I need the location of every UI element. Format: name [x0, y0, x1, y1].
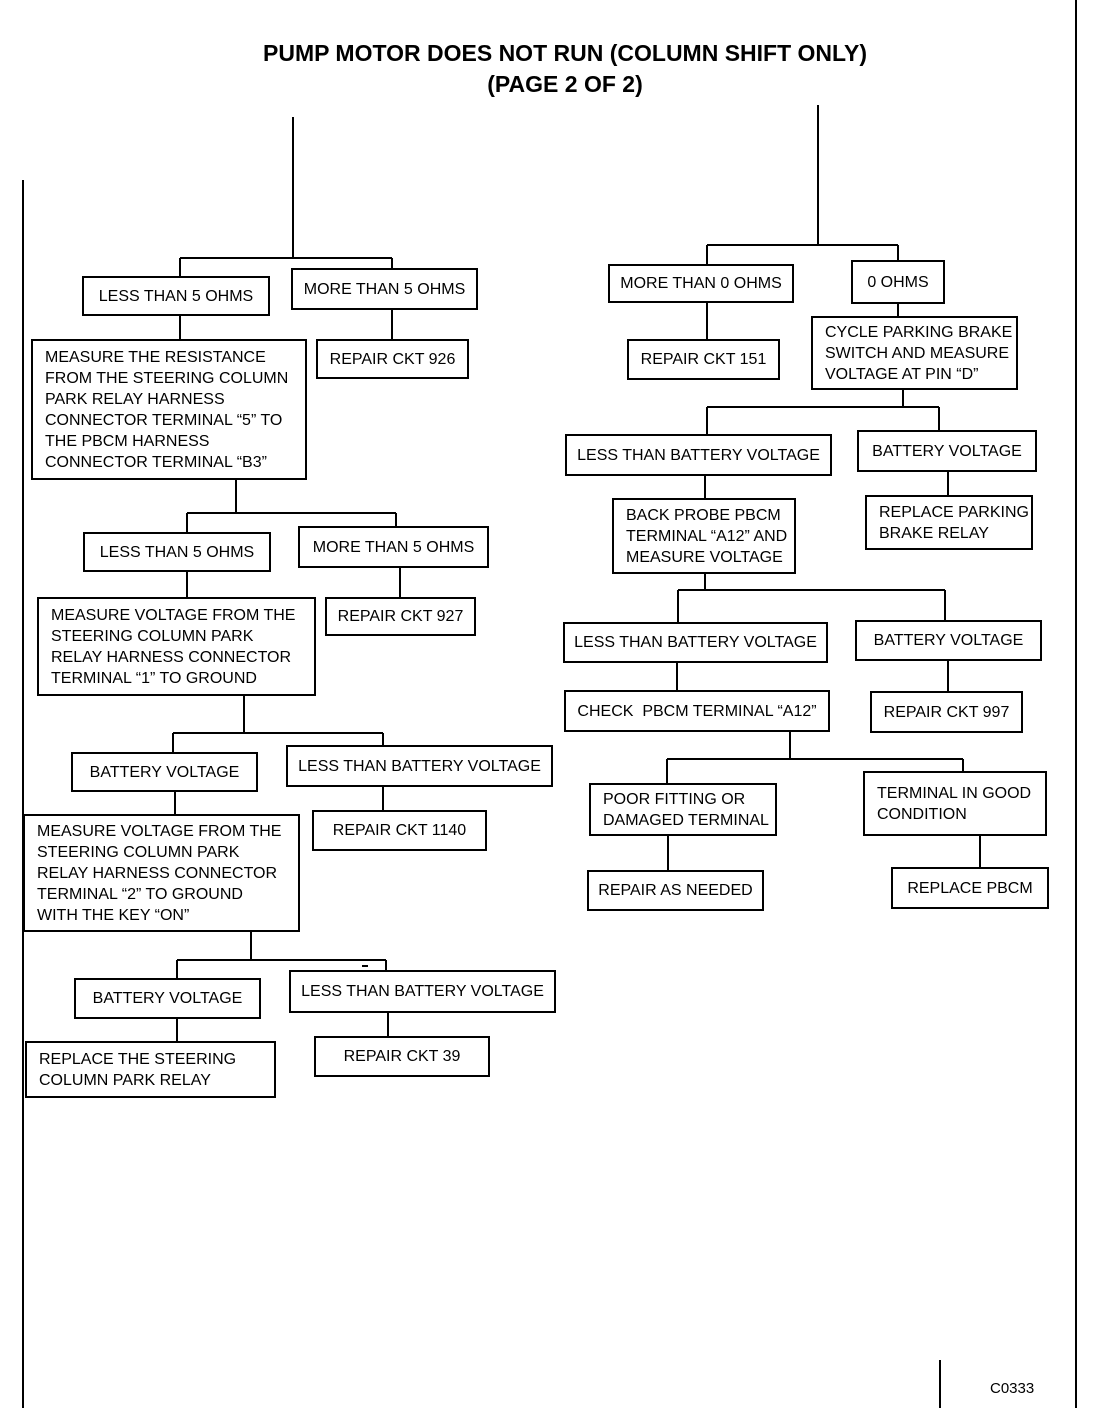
- replace-pbcm-box: REPLACE PBCM: [891, 867, 1049, 909]
- replace-parking-brake-relay-box: REPLACE PARKING BRAKE RELAY: [865, 495, 1033, 550]
- less-than-5-ohms-box-1: LESS THAN 5 OHMS: [82, 276, 270, 316]
- less-than-battery-voltage-box-2: LESS THAN BATTERY VOLTAGE: [289, 970, 556, 1013]
- back-probe-pbcm-box: BACK PROBE PBCM TERMINAL “A12” AND MEASU…: [612, 498, 796, 574]
- less-than-battery-voltage-box-4: LESS THAN BATTERY VOLTAGE: [563, 622, 828, 663]
- repair-ckt-927-box: REPAIR CKT 927: [325, 597, 476, 636]
- replace-steering-column-relay-box: REPLACE THE STEERING COLUMN PARK RELAY: [25, 1041, 276, 1098]
- poor-fitting-terminal-box: POOR FITTING OR DAMAGED TERMINAL: [589, 783, 777, 836]
- less-than-battery-voltage-box-1: LESS THAN BATTERY VOLTAGE: [286, 745, 553, 787]
- repair-as-needed-box: REPAIR AS NEEDED: [587, 870, 764, 911]
- less-than-battery-voltage-box-3: LESS THAN BATTERY VOLTAGE: [565, 434, 832, 476]
- repair-ckt-1140-box: REPAIR CKT 1140: [312, 810, 487, 851]
- more-than-0-ohms-box: MORE THAN 0 OHMS: [608, 264, 794, 303]
- figure-code: C0333: [990, 1380, 1035, 1397]
- chart-title: PUMP MOTOR DOES NOT RUN (COLUMN SHIFT ON…: [263, 40, 867, 66]
- page-indicator: (PAGE 2 OF 2): [487, 71, 643, 97]
- check-pbcm-terminal-box: CHECK PBCM TERMINAL “A12”: [564, 690, 830, 732]
- measure-voltage-terminal-2-box: MEASURE VOLTAGE FROM THE STEERING COLUMN…: [23, 814, 300, 932]
- repair-ckt-39-box: REPAIR CKT 39: [314, 1036, 490, 1077]
- battery-voltage-box-1: BATTERY VOLTAGE: [71, 752, 258, 792]
- battery-voltage-box-4: BATTERY VOLTAGE: [855, 620, 1042, 661]
- repair-ckt-151-box: REPAIR CKT 151: [627, 339, 780, 380]
- terminal-good-condition-box: TERMINAL IN GOOD CONDITION: [863, 771, 1047, 836]
- battery-voltage-box-2: BATTERY VOLTAGE: [74, 978, 261, 1019]
- measure-resistance-box: MEASURE THE RESISTANCE FROM THE STEERING…: [31, 339, 307, 480]
- cycle-parking-brake-box: CYCLE PARKING BRAKE SWITCH AND MEASURE V…: [811, 316, 1018, 390]
- zero-ohms-box: 0 OHMS: [851, 260, 945, 304]
- measure-voltage-terminal-1-box: MEASURE VOLTAGE FROM THE STEERING COLUMN…: [37, 597, 316, 696]
- battery-voltage-box-3: BATTERY VOLTAGE: [857, 430, 1037, 472]
- repair-ckt-997-box: REPAIR CKT 997: [870, 691, 1023, 733]
- more-than-5-ohms-box-1: MORE THAN 5 OHMS: [291, 268, 478, 310]
- repair-ckt-926-box: REPAIR CKT 926: [316, 339, 469, 379]
- more-than-5-ohms-box-2: MORE THAN 5 OHMS: [298, 526, 489, 568]
- less-than-5-ohms-box-2: LESS THAN 5 OHMS: [83, 532, 271, 572]
